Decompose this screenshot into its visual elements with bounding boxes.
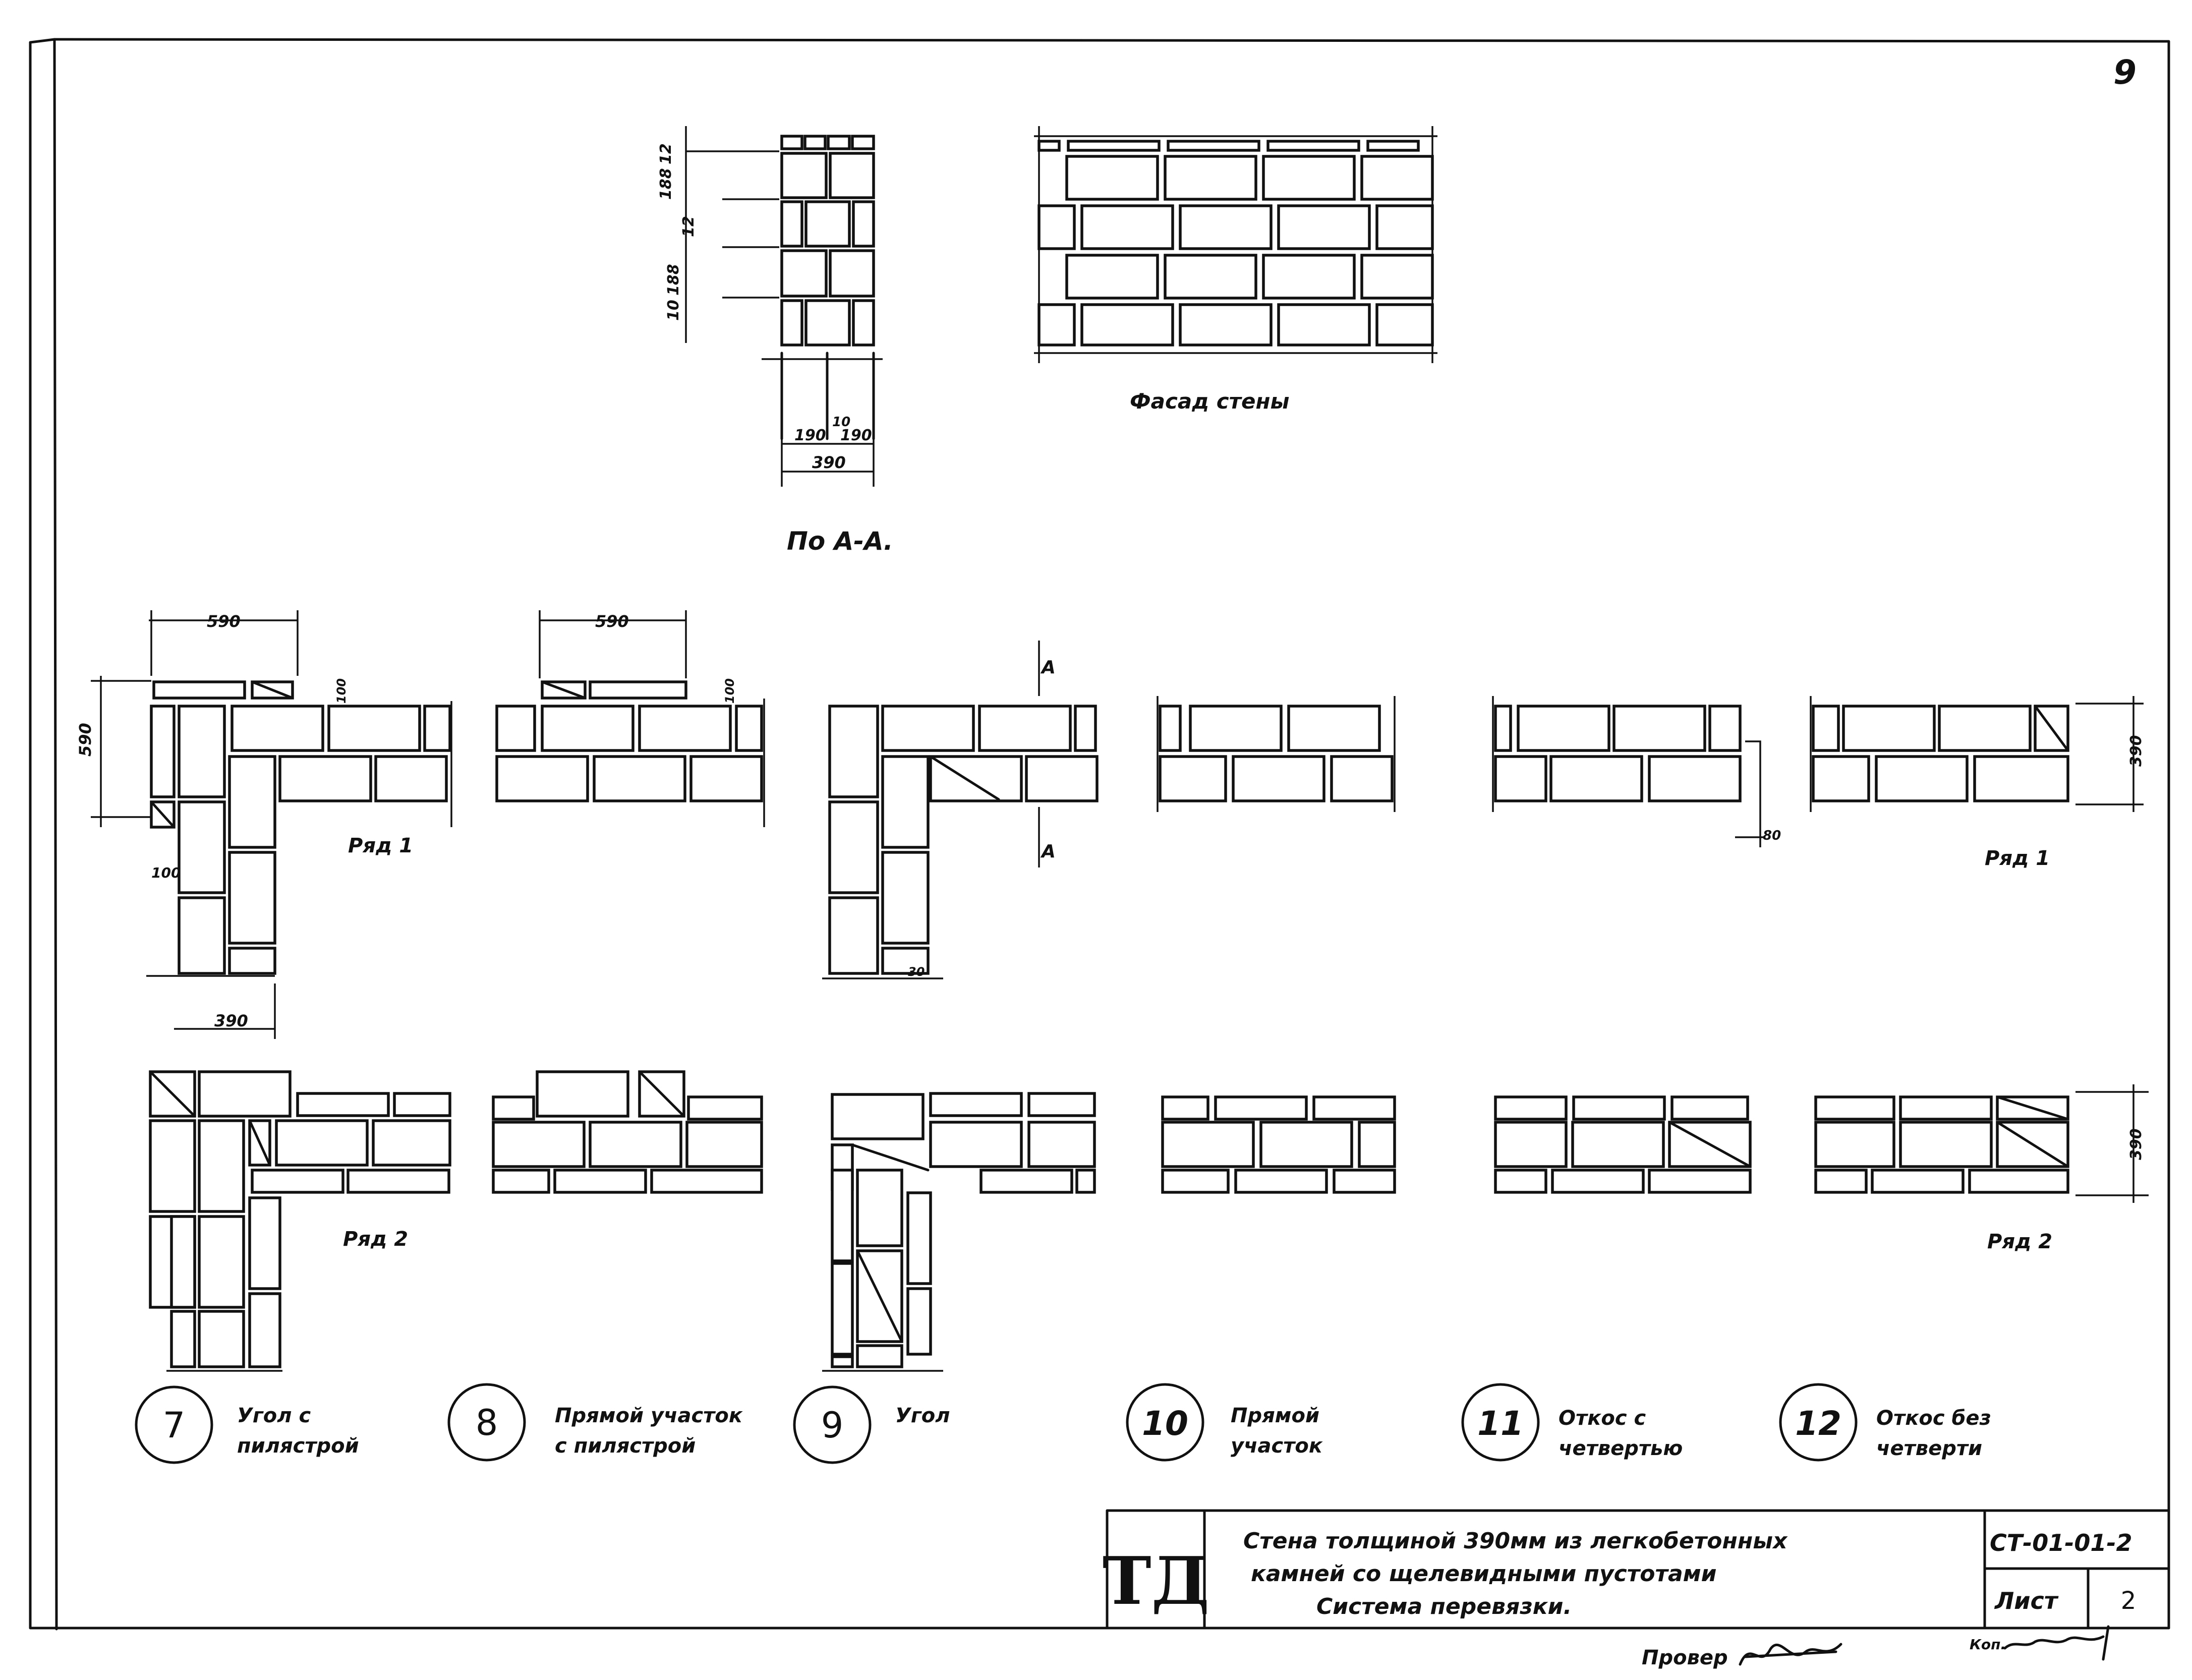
dim-190-b: 190: [840, 427, 872, 444]
detail-12-line1: Откос без: [1876, 1407, 1991, 1430]
td-logo: ТД: [1103, 1542, 1209, 1619]
detail-8-line2: с пилястрой: [555, 1434, 696, 1458]
row1-detail11: [1492, 696, 1765, 847]
signature-checked: Провер: [1642, 1643, 1842, 1669]
title-line-3: Система перевязки.: [1316, 1594, 1572, 1619]
row1-label-right: Ряд 1: [1985, 847, 2050, 870]
detail-11-line1: Откос с: [1559, 1407, 1646, 1430]
row1-label-left: Ряд 1: [348, 834, 413, 857]
detail-8-line1: Прямой участок: [555, 1404, 743, 1427]
detail-7-line2: пилястрой: [237, 1434, 359, 1458]
row1-detail7: [91, 610, 452, 1039]
detail-callout-7: 7 Угол с пилястрой: [135, 1385, 359, 1464]
dim-390-section: 390: [812, 453, 846, 472]
detail-number-10: 10: [1142, 1404, 1188, 1443]
row2-detail7: [149, 1070, 451, 1372]
title-line-2: камней со щелевидными пустотами: [1251, 1561, 1716, 1587]
dim-80: 80: [1763, 828, 1781, 843]
sheet-label: Лист: [1994, 1587, 2059, 1614]
dim-12-a: 12: [657, 143, 675, 164]
dim-100-a: 100: [151, 864, 181, 881]
row2-detail8: [492, 1070, 763, 1194]
detail-9-line1: Угол: [895, 1404, 950, 1427]
dim-10-a: 10: [665, 300, 682, 321]
dim-188-a: 188: [657, 168, 675, 200]
detail-callout-12: 12 Откос без четверти: [1779, 1383, 1991, 1462]
page-number: 9: [2113, 53, 2137, 92]
detail-number-11: 11: [1477, 1404, 1524, 1443]
dim-390-bottom: 390: [214, 1011, 248, 1030]
section-a-a: [685, 126, 883, 487]
dim-190-a: 190: [794, 427, 826, 444]
row1-detail12: [1810, 696, 2144, 812]
detail-12-line2: четверти: [1876, 1437, 1982, 1460]
sheet-number: 2: [2121, 1587, 2137, 1615]
detail-10-line2: участок: [1231, 1434, 1323, 1458]
row2-detail9: [822, 1092, 1096, 1372]
detail-number-8: 8: [476, 1402, 498, 1443]
signature-copied-label: Коп.: [1970, 1636, 2006, 1653]
row1-detail10: [1157, 696, 1396, 812]
detail-number-12: 12: [1795, 1404, 1841, 1443]
dim-100-c: 100: [723, 678, 737, 704]
dim-188-b: 188: [665, 264, 682, 296]
detail-callout-9: 9 Угол: [793, 1385, 950, 1464]
detail-7-line1: Угол с: [237, 1404, 311, 1427]
section-label: По А-А.: [787, 527, 893, 556]
sheet-border: [29, 38, 2170, 1631]
row2-detail12: [1814, 1084, 2149, 1203]
dim-12-b: 12: [680, 216, 698, 237]
detail-callout-11: 11 Откос с четвертью: [1461, 1383, 1683, 1462]
wall-facade: [1034, 126, 1437, 363]
detail-10-line1: Прямой: [1231, 1404, 1319, 1427]
dim-390-right-r1: 390: [2127, 735, 2145, 767]
section-marker-top: А: [1040, 657, 1056, 678]
signature-checked-label: Провер: [1642, 1646, 1728, 1669]
facade-label: Фасад стены: [1130, 389, 1290, 414]
dim-590-a: 590: [207, 612, 241, 631]
row2-detail11: [1494, 1095, 1752, 1194]
detail-11-line2: четвертью: [1559, 1437, 1683, 1460]
detail-number-7: 7: [163, 1405, 186, 1446]
row1-detail9: [822, 641, 1099, 979]
doc-code: СТ-01-01-2: [1990, 1529, 2132, 1556]
dim-10-b: 10: [832, 415, 850, 430]
section-marker-bottom: А: [1040, 841, 1056, 862]
signature-copied: Коп.: [1970, 1625, 2110, 1661]
row2-label-right: Ряд 2: [1987, 1230, 2052, 1253]
dim-30: 30: [908, 965, 925, 979]
dim-590-b: 590: [595, 612, 629, 631]
row2-label-left: Ряд 2: [343, 1228, 408, 1251]
detail-callout-8: 8 Прямой участок с пилястрой: [447, 1383, 743, 1462]
title-block: [1106, 1509, 2170, 1630]
dim-100-b: 100: [334, 678, 349, 704]
detail-number-9: 9: [821, 1405, 844, 1446]
dim-390-right-r2: 390: [2127, 1128, 2145, 1160]
row1-detail8: [495, 610, 765, 827]
title-line-1: Стена толщиной 390мм из легкобетонных: [1243, 1528, 1788, 1554]
dim-590-v: 590: [76, 723, 95, 757]
row2-detail10: [1161, 1095, 1396, 1194]
detail-callout-10: 10 Прямой участок: [1126, 1383, 1323, 1462]
